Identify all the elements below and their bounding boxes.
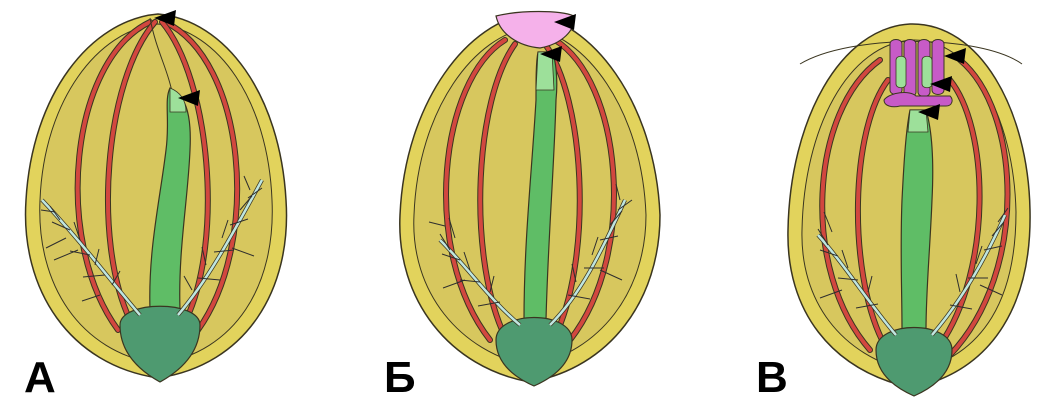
panel-label-b: Б: [384, 353, 416, 399]
panel-label-a: А: [24, 353, 56, 399]
panel-a: [26, 10, 287, 382]
panel-b: [400, 12, 660, 387]
panel-label-c: В: [756, 353, 788, 399]
aboral-organ: [876, 328, 952, 397]
oral-lobes: [884, 40, 952, 107]
panel-c: [788, 24, 1030, 396]
